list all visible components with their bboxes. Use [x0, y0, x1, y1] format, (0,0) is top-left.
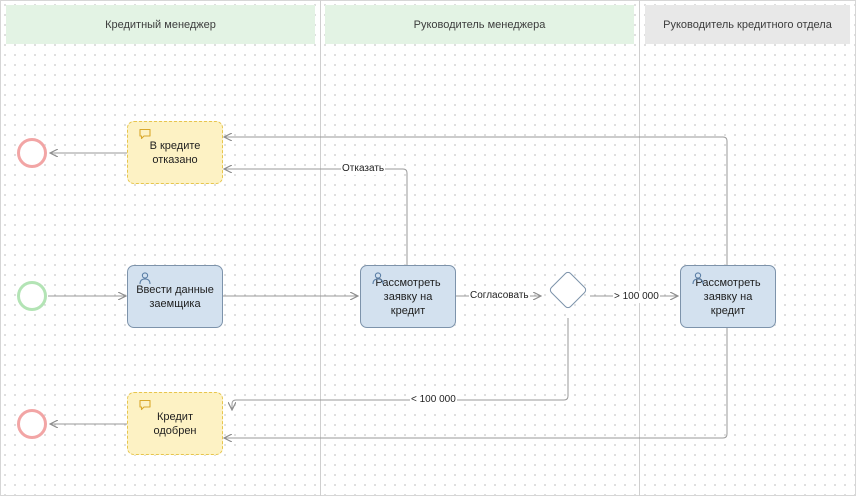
flow-review-reject [224, 169, 408, 265]
user-icon [692, 272, 704, 285]
task-label: Ввести данные заемщика [136, 283, 214, 310]
lane-separator [320, 0, 321, 496]
task-label: В кредите отказано [149, 139, 201, 166]
flow-department-to-approved [224, 328, 728, 438]
message-icon [139, 399, 151, 411]
task-enter-borrower-data[interactable]: Ввести данные заемщика [127, 265, 223, 328]
task-label: Кредит одобрен [153, 410, 197, 437]
user-icon [139, 272, 151, 285]
lane-header-department-head: Руководитель кредитного отдела [645, 5, 850, 44]
message-icon [139, 128, 151, 140]
task-label: Рассмотреть заявку на кредит [375, 276, 441, 317]
flow-gateway-to-approved [232, 318, 569, 410]
edge-label-under-100000: < 100 000 [410, 394, 457, 406]
edge-label-approve: Согласовать [469, 290, 530, 302]
end-event-approved[interactable] [17, 409, 47, 439]
task-review-application-manager[interactable]: Рассмотреть заявку на кредит [360, 265, 456, 328]
task-review-application-department[interactable]: Рассмотреть заявку на кредит [680, 265, 776, 328]
task-loan-rejected[interactable]: В кредите отказано [127, 121, 223, 184]
lane-separator [639, 0, 640, 496]
end-event-rejected[interactable] [17, 138, 47, 168]
edge-label-over-100000: > 100 000 [613, 291, 660, 303]
edge-label-reject: Отказать [341, 163, 386, 175]
flow-department-to-rejected [224, 137, 728, 265]
user-icon [372, 272, 384, 285]
start-event[interactable] [17, 281, 47, 311]
lane-header-manager-head: Руководитель менеджера [325, 5, 634, 44]
lane-header-credit-manager: Кредитный менеджер [6, 5, 315, 44]
task-loan-approved[interactable]: Кредит одобрен [127, 392, 223, 455]
task-label: Рассмотреть заявку на кредит [695, 276, 761, 317]
